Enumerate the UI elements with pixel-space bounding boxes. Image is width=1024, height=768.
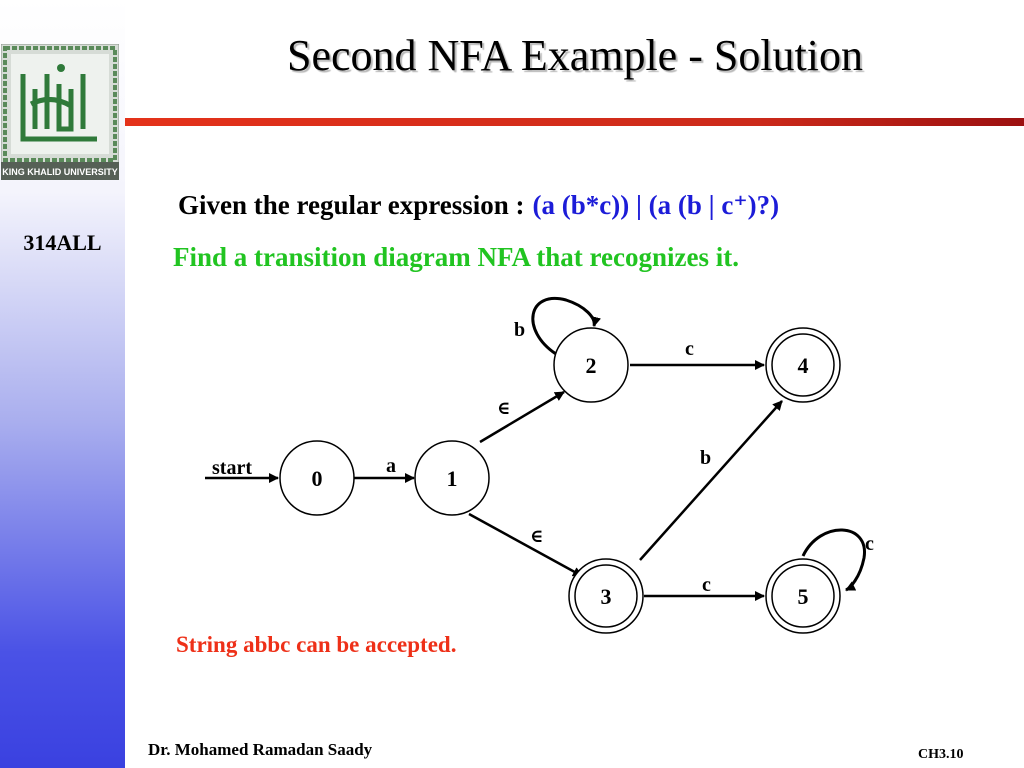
state-3-label: 3 <box>601 584 612 609</box>
edge-2-2-loop <box>531 297 602 356</box>
course-code: 314ALL <box>23 230 102 255</box>
given-label: Given the regular expression : <box>178 190 525 220</box>
edge-3-4-label: b <box>700 447 711 469</box>
edge-1-2 <box>479 390 565 444</box>
footer-author: Dr. Mohamed Ramadan Saady <box>148 740 373 759</box>
state-2-label: 2 <box>586 353 597 378</box>
task-text: Find a transition diagram NFA that recog… <box>173 242 739 272</box>
edge-2-2-label: b <box>514 319 525 341</box>
state-5-label: 5 <box>798 584 809 609</box>
logo-caption: KING KHALID UNIVERSITY <box>2 167 118 177</box>
state-2: 2 <box>553 327 629 403</box>
start-label: start <box>212 457 252 479</box>
state-1: 1 <box>414 440 490 516</box>
regex-expression: (a (b*c)) | (a (b | c⁺)?) <box>532 190 780 220</box>
edge-3-5-label: c <box>702 574 711 596</box>
edge-5-5-label: c <box>865 533 874 555</box>
state-3: 3 <box>568 558 644 634</box>
state-5: 5 <box>765 558 841 634</box>
page-number: CH3.10 <box>918 747 964 762</box>
sidebar: KING KHALID UNIVERSITY 314ALL <box>0 0 125 768</box>
state-4-label: 4 <box>798 353 809 378</box>
edge-1-3 <box>468 512 583 578</box>
university-logo: KING KHALID UNIVERSITY <box>1 44 119 180</box>
given-line: Given the regular expression :(a (b*c)) … <box>178 190 779 221</box>
edge-1-2-label: ∈ <box>497 398 510 418</box>
state-4: 4 <box>765 327 841 403</box>
title-divider <box>125 118 1024 126</box>
acceptance-note: String abbc can be accepted. <box>176 632 457 657</box>
slide-title: Second NFA Example - Solution <box>286 31 864 80</box>
edge-3-4 <box>639 400 783 561</box>
state-0: 0 <box>279 440 355 516</box>
state-1-label: 1 <box>447 466 458 491</box>
edge-0-1-label: a <box>386 455 396 477</box>
edge-5-5-loop <box>801 528 866 592</box>
edge-2-4-label: c <box>685 338 694 360</box>
edge-1-3-label: ∈ <box>530 526 543 546</box>
state-0-label: 0 <box>312 466 323 491</box>
